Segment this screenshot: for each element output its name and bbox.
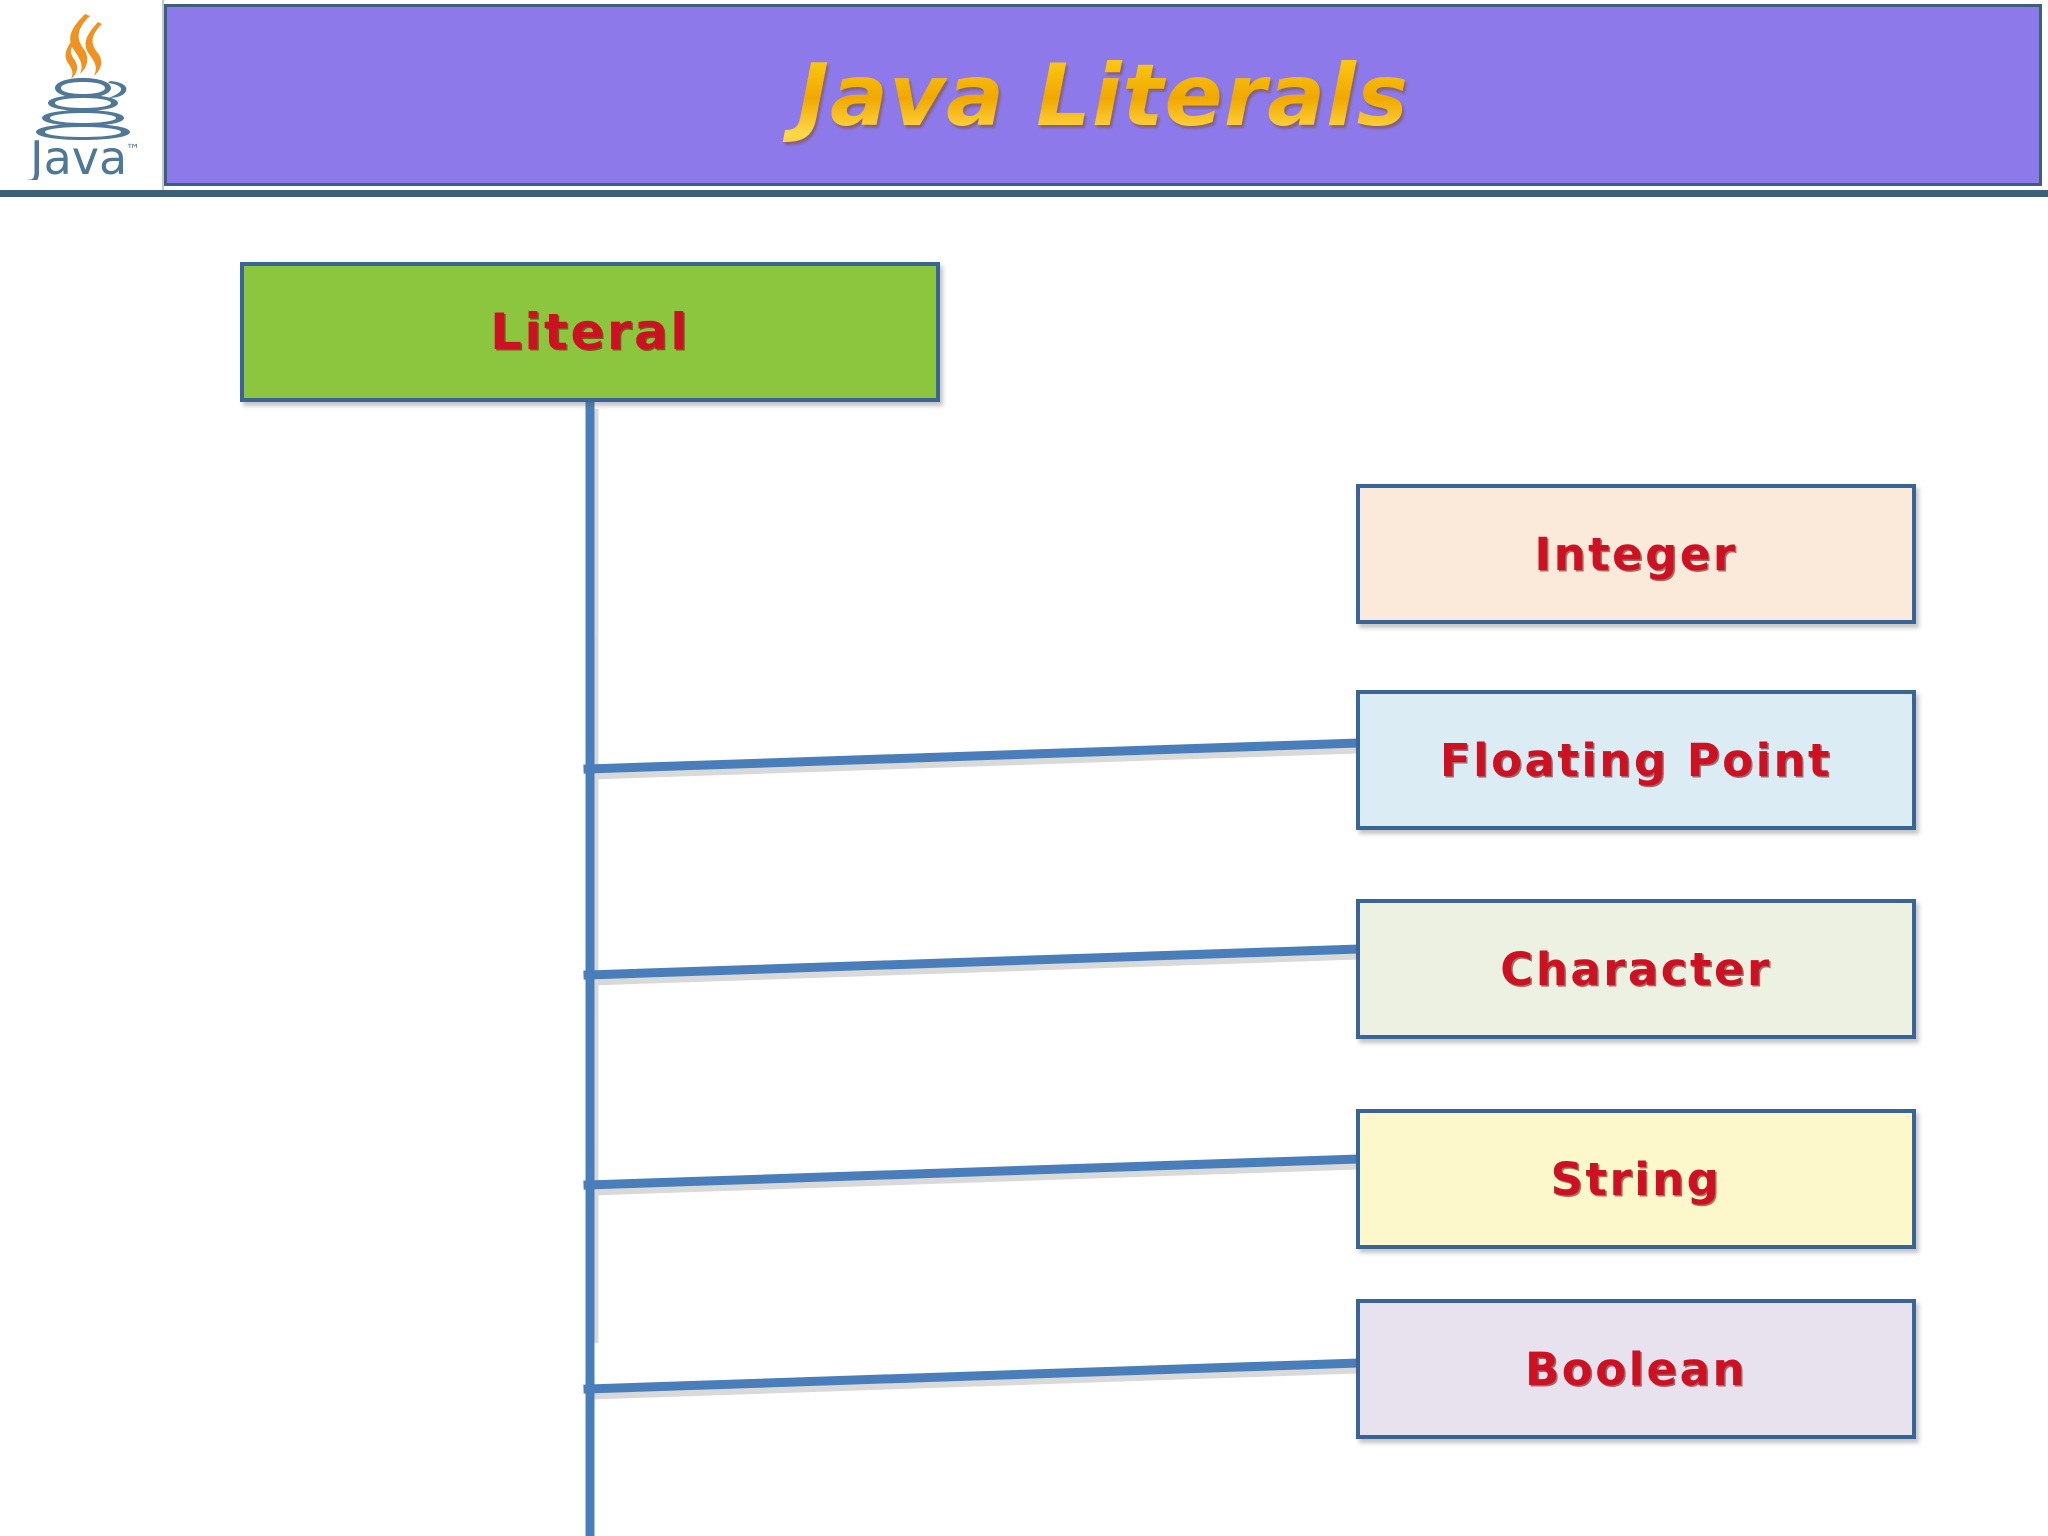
- literals-tree-diagram: Literal Integer Floating Point Character…: [0, 197, 2048, 1536]
- page-title: Java Literals: [167, 7, 2039, 189]
- branch-connector-integer: [583, 738, 1363, 774]
- node-literal-label: Literal: [490, 303, 690, 361]
- node-floating-point-label: Floating Point: [1439, 733, 1833, 787]
- node-integer[interactable]: Integer: [1356, 484, 1916, 624]
- node-integer-label: Integer: [1534, 527, 1738, 581]
- java-logo-icon: Java ™: [27, 14, 140, 180]
- node-character-label: Character: [1500, 942, 1772, 996]
- title-banner: Java Literals: [164, 4, 2042, 186]
- java-wordmark-text: Java: [27, 131, 127, 180]
- node-boolean[interactable]: Boolean: [1356, 1299, 1916, 1439]
- branch-connector-floating-point: [583, 944, 1363, 980]
- node-floating-point[interactable]: Floating Point: [1356, 690, 1916, 830]
- branch-connector-string: [583, 1358, 1363, 1394]
- node-string[interactable]: String: [1356, 1109, 1916, 1249]
- java-logo-panel: Java ™: [0, 0, 164, 190]
- node-character[interactable]: Character: [1356, 899, 1916, 1039]
- slide-header: Java ™ Java Literals: [0, 0, 2048, 190]
- node-string-label: String: [1550, 1152, 1722, 1206]
- node-literal[interactable]: Literal: [240, 262, 940, 402]
- branch-connector-character: [583, 1154, 1363, 1190]
- trademark-symbol: ™: [126, 142, 140, 158]
- header-divider-rule: [0, 190, 2048, 197]
- node-boolean-label: Boolean: [1525, 1342, 1747, 1396]
